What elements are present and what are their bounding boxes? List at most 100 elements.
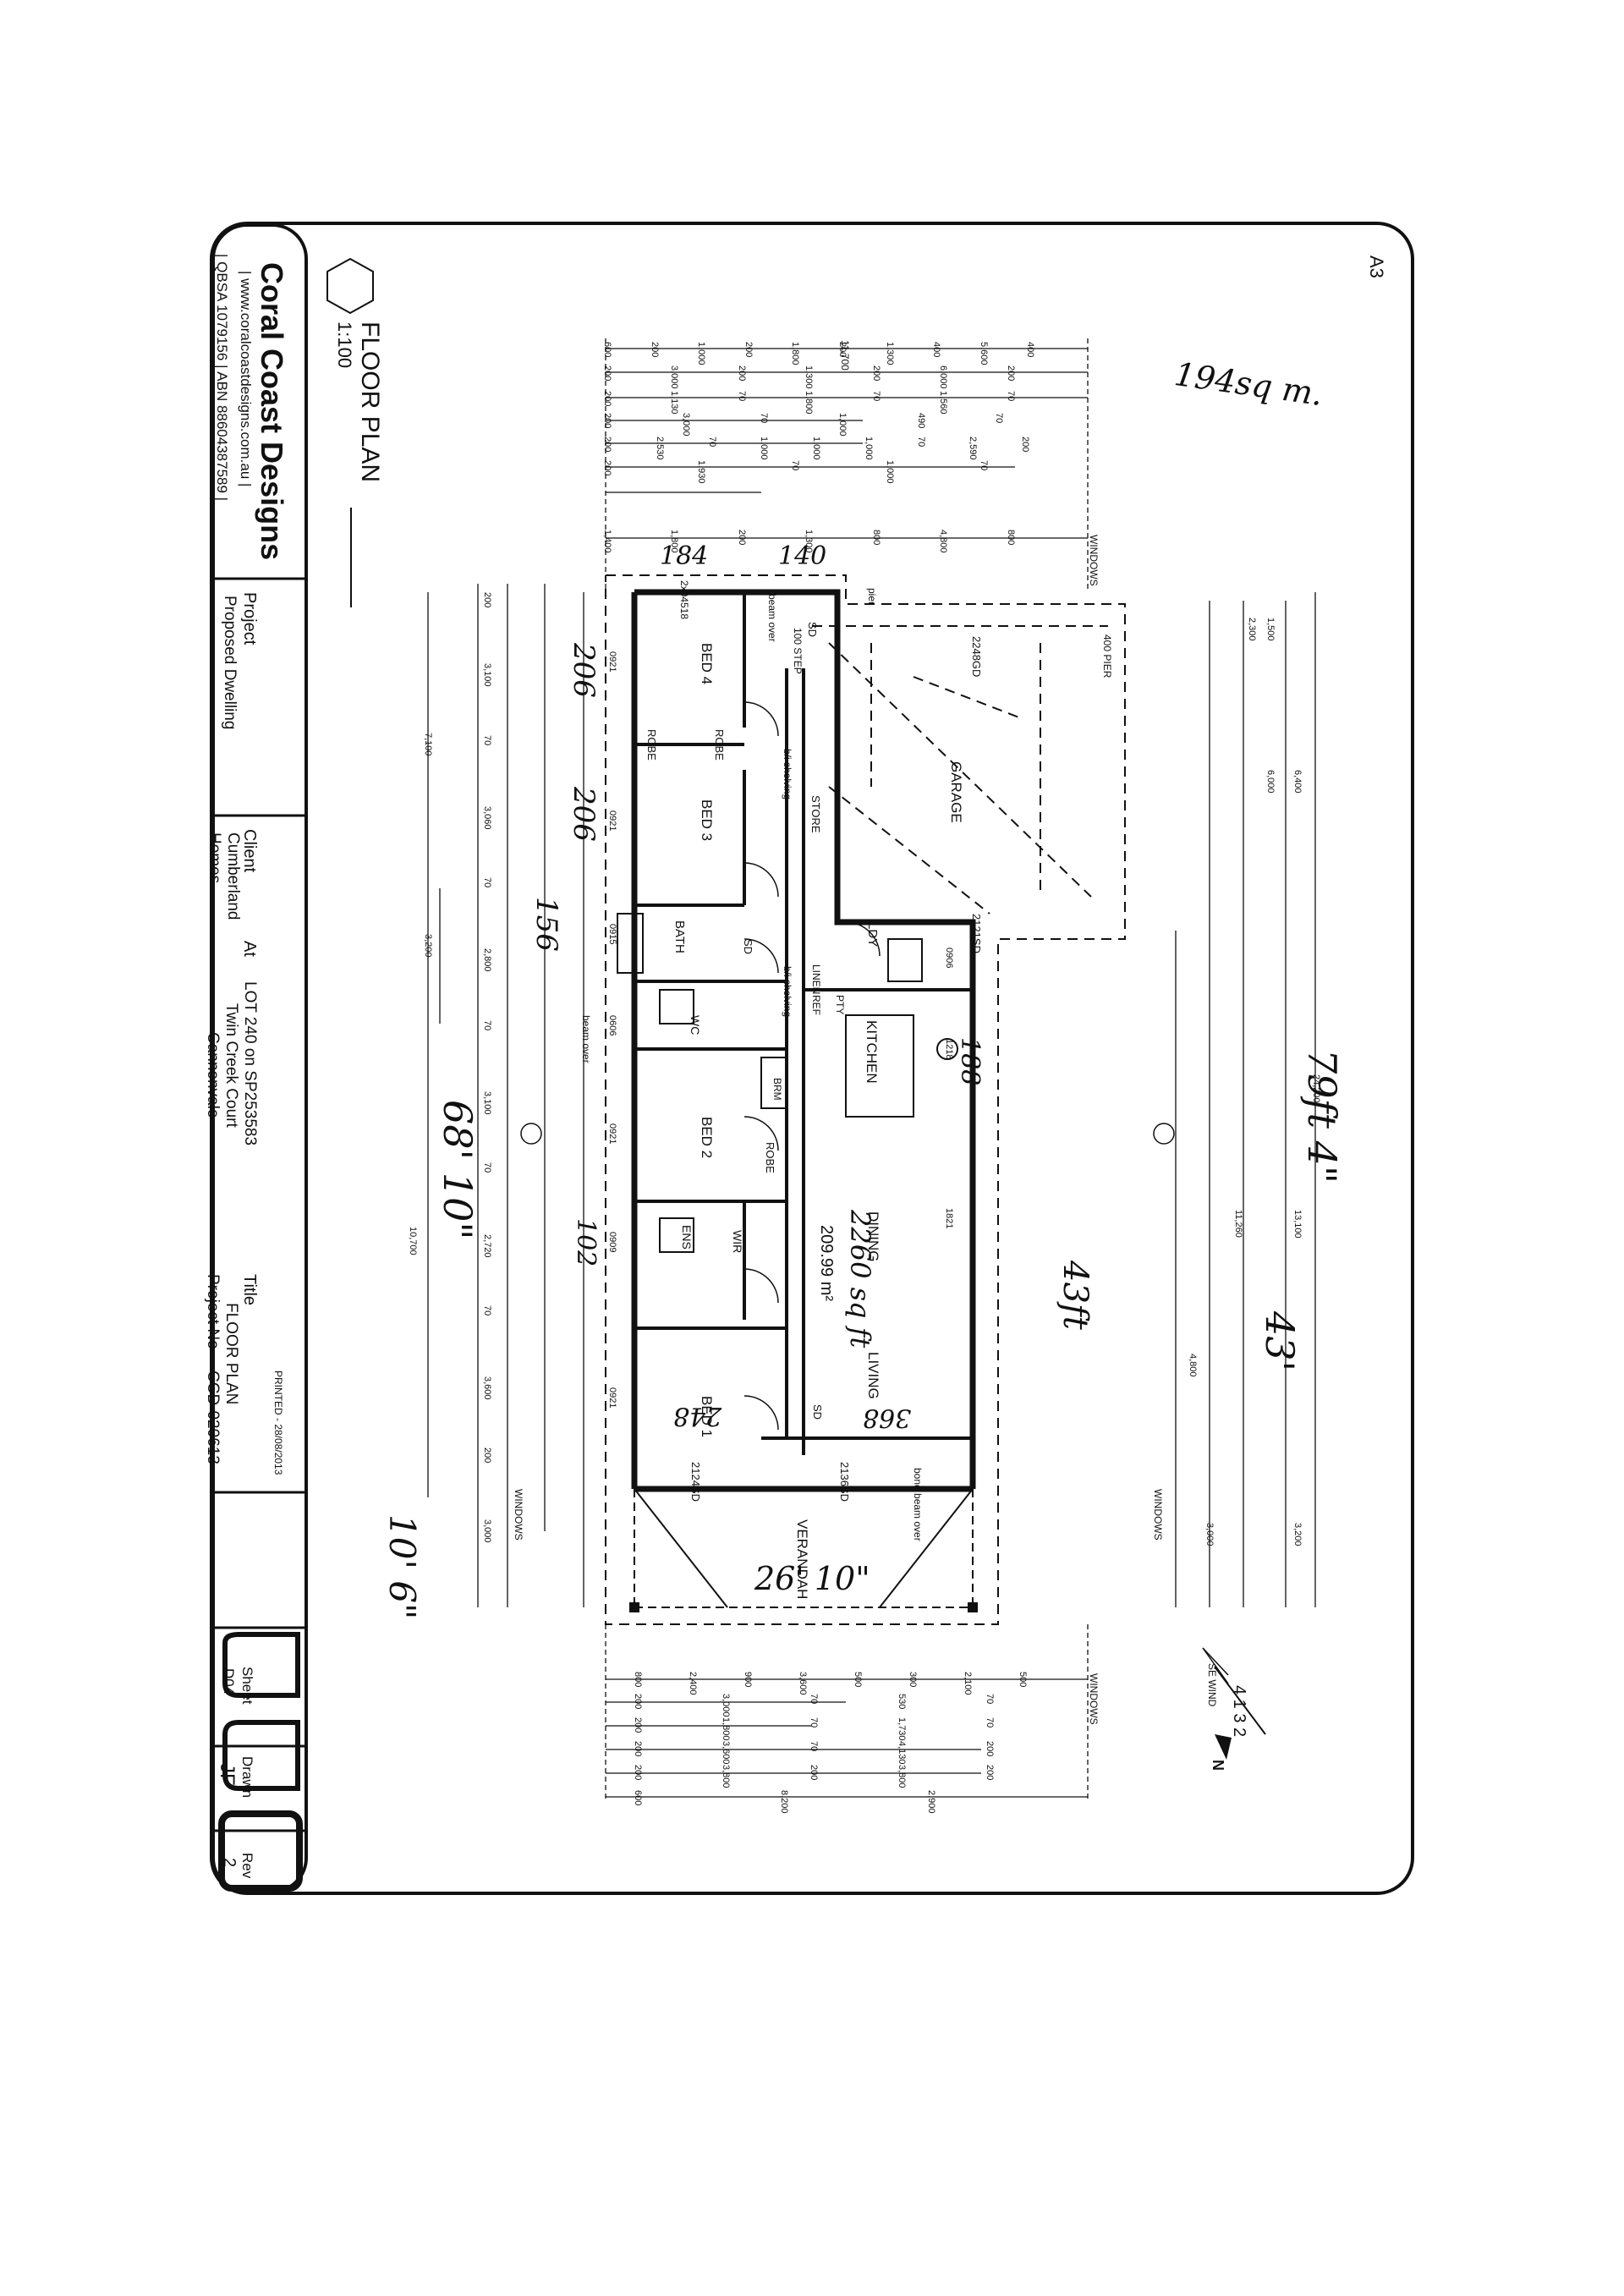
room-linen: LINEN	[810, 964, 822, 995]
verandah	[629, 1488, 978, 1612]
left-dimension-value: 2,800	[482, 948, 492, 972]
left-dimension-value: 3,100	[482, 663, 492, 687]
left-dimension-value: 200	[482, 592, 492, 608]
window-0921-b: 0921	[607, 810, 617, 832]
bottom-dimension-value: 1,800	[721, 1717, 731, 1741]
handwritten-width-mid: 43ft	[1056, 1261, 1095, 1330]
windows-label-left: WINDOWS	[513, 1489, 524, 1541]
top-dimension-value: 70	[994, 413, 1005, 424]
right-dimension-value: 11,260	[1233, 1210, 1243, 1238]
bottom-dimension-value: 500	[853, 1672, 863, 1688]
top-dimension-value: 1,000	[759, 437, 770, 460]
handwritten-width-right: 43'	[1257, 1311, 1303, 1372]
door-2136sd: 2136SD	[838, 1462, 851, 1502]
left-dimension-value: 200	[482, 1447, 492, 1464]
right-dimension-value: 3,200	[1292, 1523, 1303, 1546]
top-dimension-value: 200	[1020, 437, 1031, 453]
top-dimension-value: 70	[706, 437, 717, 448]
bottom-dimension-value: 70	[985, 1694, 995, 1705]
top-dimension-value: 200	[602, 413, 612, 429]
bottom-dimension-value: 200	[985, 1741, 995, 1757]
plan-heading: FLOOR PLAN	[356, 321, 384, 483]
top-dimension-value: 70	[790, 460, 801, 471]
door-2124sd: 2124SD	[689, 1462, 702, 1502]
window-1218: 1218	[944, 1039, 954, 1060]
note-beam-over-2: beam over	[580, 1015, 592, 1063]
company-name: Coral Coast Designs	[255, 262, 289, 561]
sheet-border	[210, 222, 1414, 1895]
at-value-1: LOT 240 on SP253583	[241, 981, 259, 1146]
company-website: | www.coralcoastdesigns.com.au |	[238, 271, 254, 487]
handwritten-kitchen-dim: 188	[955, 1037, 985, 1086]
door-swings	[743, 701, 881, 1431]
left-dimension-value: 70	[482, 1019, 492, 1030]
right-dimension-value: 13,100	[1292, 1210, 1303, 1239]
roof-outline	[605, 574, 1126, 1625]
bottom-dimension-value: 3,600	[721, 1741, 731, 1765]
top-dimension-value: 800	[870, 530, 881, 546]
left-dimension-value: 70	[482, 1162, 492, 1173]
top-dimension-value: 1,930	[696, 460, 707, 484]
bottom-dimension-value: 200	[633, 1765, 643, 1781]
top-dimension-value: 70	[870, 391, 881, 402]
compass-quadrants: 4 1 3 2	[1230, 1685, 1248, 1738]
right-dimension-value: 2,300	[1247, 618, 1257, 641]
handwritten-bed4-dim: 206	[567, 643, 601, 698]
hexagon-icon	[326, 257, 374, 315]
rev-value: 2	[220, 1858, 239, 1868]
right-dimension-value: 3,000	[1204, 1523, 1215, 1546]
company-licence: | QBSA 1079156 | ABN 88604387589 |	[214, 254, 230, 502]
top-dimension-value: 200	[837, 342, 848, 358]
handwritten-verandah-width: 26' 10"	[754, 1560, 870, 1597]
top-dimension-value: 1,000	[884, 460, 895, 484]
room-store: STORE	[809, 795, 822, 833]
at-label: At	[240, 941, 259, 957]
bottom-dimension-value: 70	[809, 1694, 819, 1705]
right-dimension-value: 4,800	[1188, 1354, 1198, 1377]
top-dimension-value: 70	[1005, 391, 1016, 402]
window-0921-c: 0921	[607, 1123, 617, 1145]
window-0921-d: 0921	[607, 1387, 617, 1409]
top-dimension-value: 200	[736, 365, 747, 382]
handwritten-dim-140: 140	[778, 541, 827, 571]
room-robe-2: ROBE	[713, 729, 726, 761]
note-bond-beam: bond beam over	[912, 1468, 924, 1541]
room-bath: BATH	[672, 920, 687, 953]
sheet-label: Sheet	[239, 1667, 255, 1705]
note-bi-shelving-2: b/i shelving	[782, 966, 793, 1018]
top-dimension-value: 70	[915, 437, 926, 448]
top-dimension-value: 1,000	[863, 437, 874, 460]
bottom-dimension-value: 530	[897, 1694, 907, 1710]
top-dimension-value: 3,000	[680, 413, 691, 437]
bottom-dimension-value: 500	[1018, 1672, 1028, 1688]
top-dimension-value: 6,000	[938, 365, 949, 389]
top-dimension-value: 1,800	[790, 342, 801, 365]
bottom-dimension-value: 1,730	[897, 1717, 907, 1741]
top-dimension-value: 1,800	[804, 391, 815, 415]
handwritten-verandah-left: 10' 6"	[381, 1514, 423, 1620]
top-dimension-value: 1,130	[669, 391, 680, 415]
client-label: Client	[240, 829, 259, 873]
window-0909: 0909	[607, 1232, 617, 1253]
top-dimension-value: 200	[602, 365, 612, 382]
top-dimension-value: 3,000	[669, 365, 680, 389]
bottom-dimension-value: 70	[809, 1741, 819, 1752]
plan-scale: 1:100	[334, 321, 355, 369]
bottom-dimension-value: 600	[633, 1790, 643, 1806]
top-dimension-value: 200	[602, 460, 612, 476]
top-dimension-value: 70	[759, 413, 770, 424]
window-0915: 0915	[607, 924, 617, 945]
top-dimension-value: 200	[649, 342, 660, 358]
top-dimensions	[605, 338, 1089, 592]
sheet-rev-frame	[218, 1632, 303, 1892]
handwritten-bed1-dim: 248	[673, 1401, 722, 1431]
title-label: Title	[240, 1274, 259, 1306]
top-dimension-value: 1,300	[884, 342, 895, 365]
floor-plan-drawing	[427, 338, 1316, 1802]
note-sd-2: SD	[742, 939, 754, 955]
compass-wind: SE WIND	[1206, 1663, 1218, 1707]
room-robe-3: ROBE	[764, 1142, 776, 1173]
note-beam-over-1: beam over	[766, 594, 778, 642]
drawn-value: JF	[216, 1763, 239, 1786]
